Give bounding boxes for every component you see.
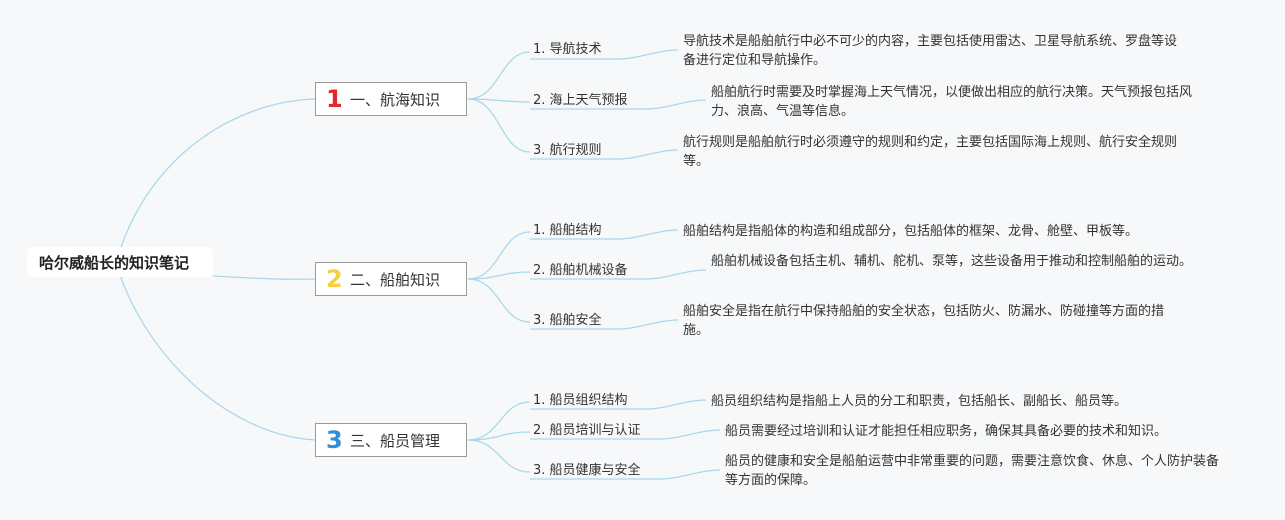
description-text: 船舶结构是指船体的构造和组成部分，包括船体的框架、龙骨、舱壁、甲板等。	[683, 224, 1139, 239]
description-text: 船舶安全是指在航行中保持船舶的安全状态，包括防火、防漏水、防碰撞等方面的措施。	[683, 304, 1165, 338]
branch-node-1[interactable]: 1 一、航海知识	[315, 82, 467, 116]
description-text: 船员需要经过培训和认证才能担任相应职务，确保其具备必要的技术和知识。	[725, 424, 1168, 439]
root-link-3	[119, 274, 316, 441]
desc-link	[617, 49, 679, 60]
desc-link	[645, 269, 707, 280]
desc-link	[645, 99, 707, 110]
root-node[interactable]: 哈尔威船长的知识笔记	[27, 247, 213, 277]
topic-node[interactable]: 2. 船员培训与认证	[533, 423, 641, 438]
number-icon-3: 3	[326, 426, 343, 454]
topic-node[interactable]: 2. 海上天气预报	[533, 93, 628, 108]
branch-title: 一、航海知识	[350, 90, 441, 109]
topic-node[interactable]: 1. 导航技术	[533, 42, 602, 57]
branch-link	[467, 51, 531, 100]
root-link-2	[212, 275, 316, 280]
desc-link	[659, 469, 721, 480]
description-text: 导航技术是船舶航行中必不可少的内容，主要包括使用雷达、卫星导航系统、罗盘等设备进…	[683, 34, 1178, 68]
branch-link	[467, 98, 531, 103]
desc-link	[617, 229, 679, 240]
branch-link	[467, 431, 531, 441]
branch-title: 二、船舶知识	[350, 270, 441, 289]
branch-node-2[interactable]: 2 二、船舶知识	[315, 262, 467, 296]
desc-link	[659, 429, 721, 440]
description-text: 船员的健康和安全是船舶运营中非常重要的问题，需要注意饮食、休息、个人防护装备等方…	[725, 454, 1220, 488]
number-icon-2: 2	[326, 265, 343, 293]
branch-link	[467, 98, 531, 153]
description-text: 船舶机械设备包括主机、辅机、舵机、泵等，这些设备用于推动和控制船舶的运动。	[711, 254, 1193, 269]
topic-node[interactable]: 1. 船舶结构	[533, 223, 602, 238]
topic-node[interactable]: 3. 航行规则	[533, 143, 602, 158]
branch-link	[467, 271, 531, 280]
root-title: 哈尔威船长的知识笔记	[39, 253, 190, 272]
topic-node[interactable]: 3. 船员健康与安全	[533, 463, 641, 478]
desc-link	[645, 399, 707, 410]
description-text: 航行规则是船舶航行时必须遵守的规则和约定，主要包括国际海上规则、航行安全规则等。	[683, 135, 1178, 169]
desc-link	[617, 319, 679, 330]
topic-node[interactable]: 1. 船员组织结构	[533, 393, 628, 408]
root-link-1	[119, 98, 316, 251]
number-icon-1: 1	[326, 85, 343, 113]
description-text: 船舶航行时需要及时掌握海上天气情况，以便做出相应的航行决策。天气预报包括风力、浪…	[711, 85, 1193, 119]
branch-link	[467, 439, 531, 473]
branch-title: 三、船员管理	[350, 431, 441, 450]
desc-link	[617, 149, 679, 160]
branch-node-3[interactable]: 3 三、船员管理	[315, 423, 467, 457]
topic-node[interactable]: 3. 船舶安全	[533, 313, 602, 328]
branch-link	[467, 278, 531, 323]
branch-link	[467, 231, 531, 280]
branch-link	[467, 401, 531, 441]
description-text: 船员组织结构是指船上人员的分工和职责，包括船长、副船长、船员等。	[711, 394, 1128, 409]
topic-node[interactable]: 2. 船舶机械设备	[533, 263, 628, 278]
